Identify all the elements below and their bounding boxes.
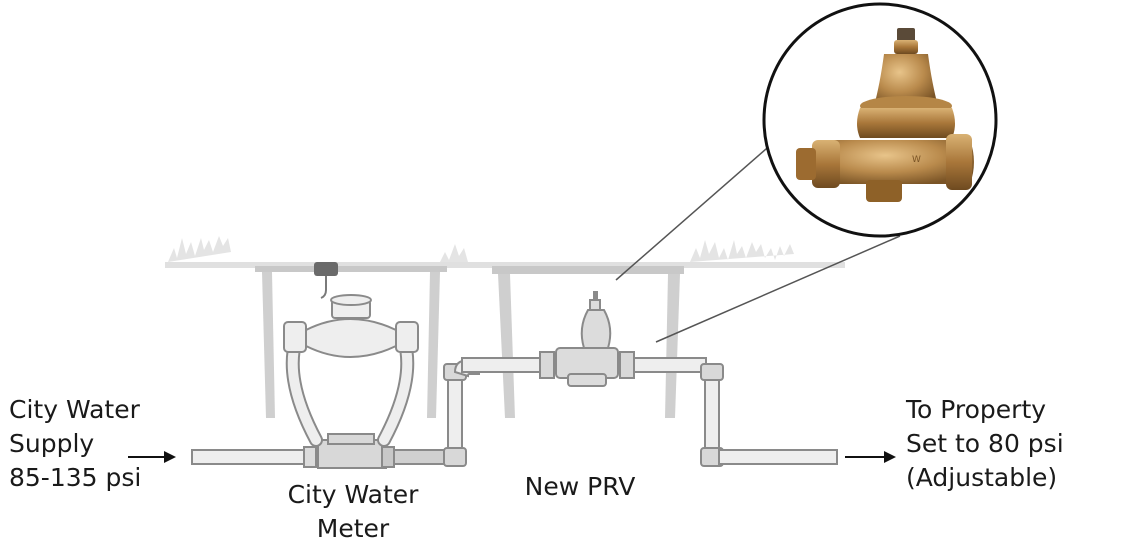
prv-label: New PRV <box>500 470 660 504</box>
supply-label-line3: 85-135 psi <box>9 463 142 492</box>
property-label: To Property Set to 80 psi (Adjustable) <box>906 393 1064 495</box>
meter-lid-icon <box>314 262 338 276</box>
supply-label: City Water Supply 85-135 psi <box>9 393 141 495</box>
prv-label-line1: New PRV <box>524 472 636 501</box>
pipe-network <box>191 351 838 469</box>
meter-label-line1: City Water <box>287 480 419 509</box>
water-meter-icon <box>283 294 419 447</box>
property-label-line1: To Property <box>906 395 1047 424</box>
prv-box <box>492 266 684 418</box>
meter-label-line2: Meter <box>316 514 390 543</box>
meter-box <box>255 262 447 418</box>
meter-label: City Water Meter <box>268 478 438 546</box>
bronze-valve-icon: W <box>796 28 974 202</box>
ground <box>165 236 845 268</box>
prv-valve-icon <box>555 291 619 387</box>
supply-label-line1: City Water <box>9 395 140 424</box>
flow-arrows <box>128 451 896 463</box>
prv-zoom-circle: W <box>762 2 998 238</box>
svg-text:W: W <box>912 155 921 165</box>
callout-lines <box>615 127 901 343</box>
property-label-line3: (Adjustable) <box>906 463 1058 492</box>
property-label-line2: Set to 80 psi <box>906 429 1064 458</box>
supply-label-line2: Supply <box>9 429 95 458</box>
